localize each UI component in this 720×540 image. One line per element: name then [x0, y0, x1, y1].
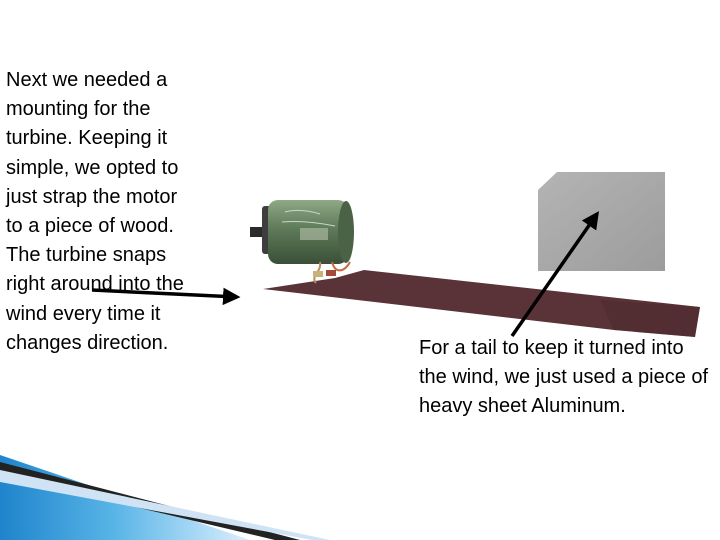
arrow-to-tail	[510, 211, 600, 338]
tail-description: For a tail to keep it turned into the wi…	[419, 337, 709, 418]
aluminum-tail	[538, 172, 665, 271]
motor-icon	[250, 200, 354, 284]
wood-board	[263, 270, 700, 337]
mounting-description: Next we needed a mounting for the turbin…	[6, 69, 184, 354]
corner-decoration	[0, 455, 330, 540]
arrow-to-motor	[91, 287, 241, 306]
